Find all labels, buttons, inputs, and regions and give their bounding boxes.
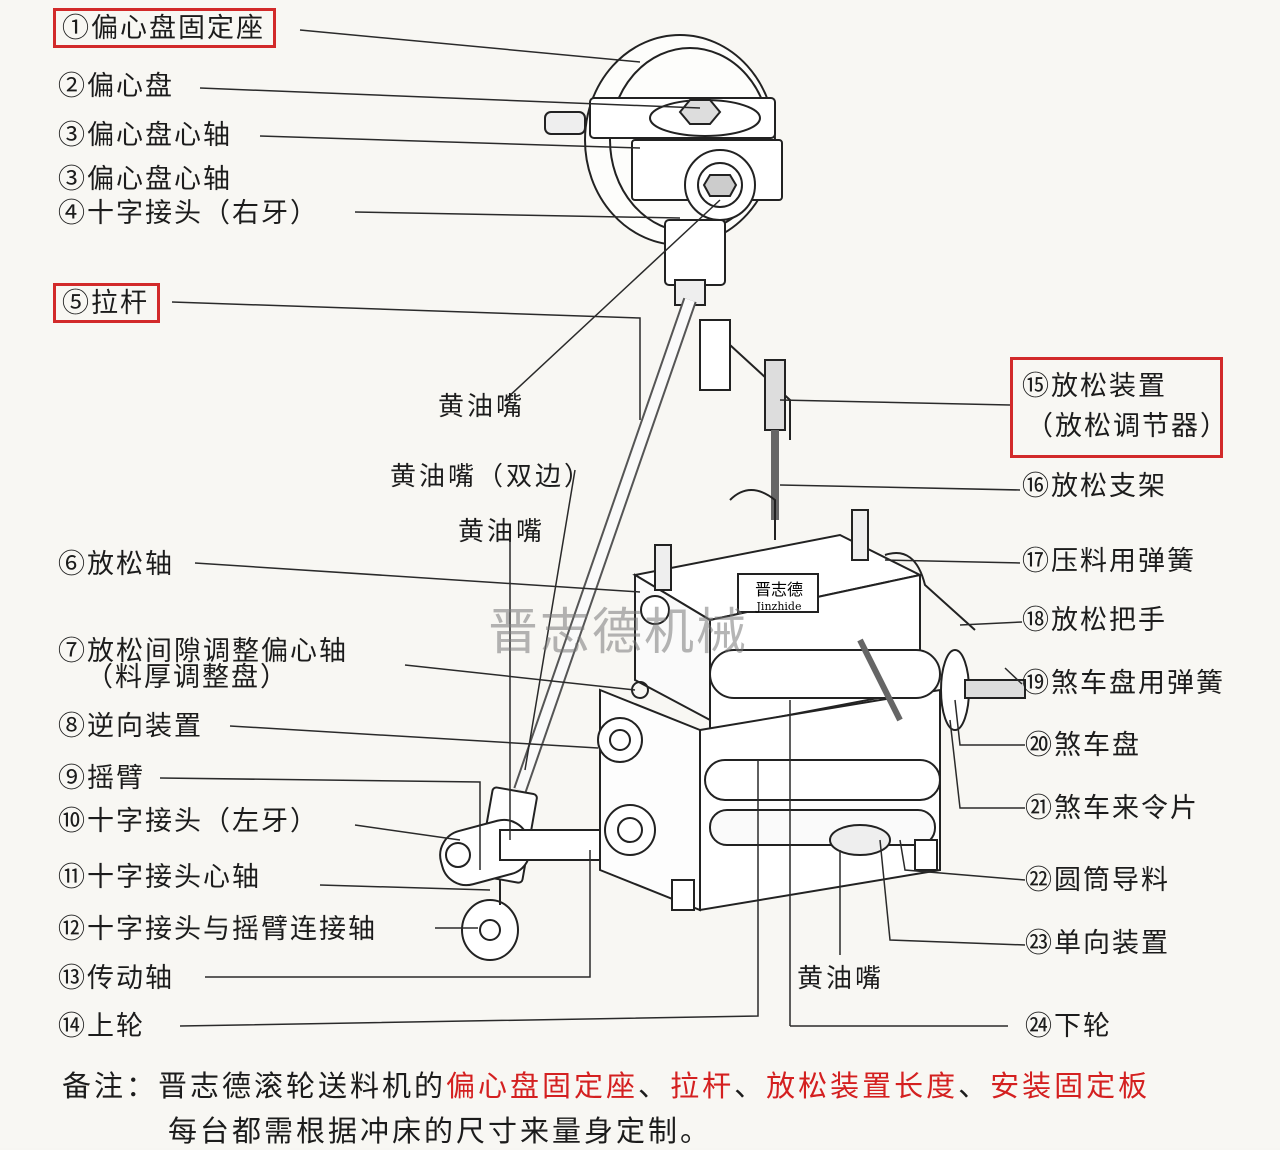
- note-line-1: 备注：晋志德滚轮送料机的偏心盘固定座、拉杆、放松装置长度、安装固定板: [62, 1063, 1150, 1105]
- label-9-rocker-arm: ⑨摇臂: [58, 763, 145, 794]
- label-5-pull-rod: ⑤拉杆: [53, 283, 160, 323]
- nameplate: 晋志德 Jinzhide: [740, 576, 818, 613]
- label-13-drive-shaft: ⑬传动轴: [58, 963, 174, 994]
- label-16-release-bracket: ⑯放松支架: [1022, 471, 1167, 502]
- label-7-gap-adjust-shaft: ⑦放松间隙调整偏心轴: [58, 636, 348, 667]
- nameplate-en: Jinzhide: [756, 600, 802, 613]
- label-17-press-spring: ⑰压料用弹簧: [1022, 546, 1196, 577]
- label-22-cylinder-guide: ㉒圆筒导料: [1025, 865, 1170, 896]
- label-23-one-way-device: ㉓单向装置: [1025, 928, 1170, 959]
- label-6-release-shaft: ⑥放松轴: [58, 549, 174, 580]
- label-3-eccentric-shaft-dup: ③偏心盘心轴: [58, 164, 232, 195]
- label-24-lower-wheel: ㉔下轮: [1025, 1011, 1112, 1042]
- label-7-thickness-disc: （料厚调整盘）: [86, 662, 289, 693]
- label-15-box: [1010, 357, 1223, 458]
- label-grease-nipple-double: 黄油嘴（双边）: [390, 462, 594, 492]
- note-item-eccentric-seat: 偏心盘固定座: [446, 1069, 639, 1103]
- watermark: 晋志德机械: [488, 603, 748, 661]
- note-sep-3: 、: [958, 1069, 991, 1103]
- label-grease-nipple-mid: 黄油嘴: [458, 517, 546, 547]
- note-prefix: 备注：: [62, 1069, 159, 1103]
- label-21-brake-lining: ㉑煞车来令片: [1025, 793, 1199, 824]
- label-19-brake-spring: ⑲煞车盘用弹簧: [1022, 668, 1225, 699]
- note-company: 晋志德滚轮送料机的: [158, 1069, 447, 1103]
- note-item-mount-plate: 安装固定板: [990, 1069, 1151, 1103]
- label-4-cross-joint-right: ④十字接头（右牙）: [58, 198, 319, 229]
- label-grease-nipple-bottom: 黄油嘴: [797, 964, 885, 994]
- label-1-eccentric-disc-seat: ①偏心盘固定座: [53, 8, 276, 48]
- note-item-release-length: 放松装置长度: [766, 1069, 959, 1103]
- label-15-release-device: ⑮放松装置: [1022, 371, 1167, 402]
- label-11-cross-joint-shaft: ⑪十字接头心轴: [58, 862, 261, 893]
- label-2-eccentric-disc: ②偏心盘: [58, 71, 174, 102]
- note-sep-2: 、: [734, 1069, 767, 1103]
- nameplate-cn: 晋志德: [754, 580, 803, 599]
- note-line-2: 每台都需根据冲床的尺寸来量身定制。: [168, 1114, 713, 1148]
- label-14-upper-wheel: ⑭上轮: [58, 1011, 145, 1042]
- label-8-reverse-device: ⑧逆向装置: [58, 711, 203, 742]
- label-10-cross-joint-left: ⑩十字接头（左牙）: [58, 806, 319, 837]
- label-20-brake-disc: ⑳煞车盘: [1025, 730, 1141, 761]
- label-15-release-adjuster: （放松调节器）: [1026, 411, 1229, 442]
- label-18-release-handle: ⑱放松把手: [1022, 605, 1167, 636]
- note-sep-1: 、: [638, 1069, 671, 1103]
- label-3-eccentric-shaft: ③偏心盘心轴: [58, 120, 232, 151]
- note-item-pull-rod: 拉杆: [670, 1069, 735, 1103]
- label-12-joint-arm-shaft: ⑫十字接头与摇臂连接轴: [58, 914, 377, 945]
- label-grease-nipple-top: 黄油嘴: [438, 392, 526, 422]
